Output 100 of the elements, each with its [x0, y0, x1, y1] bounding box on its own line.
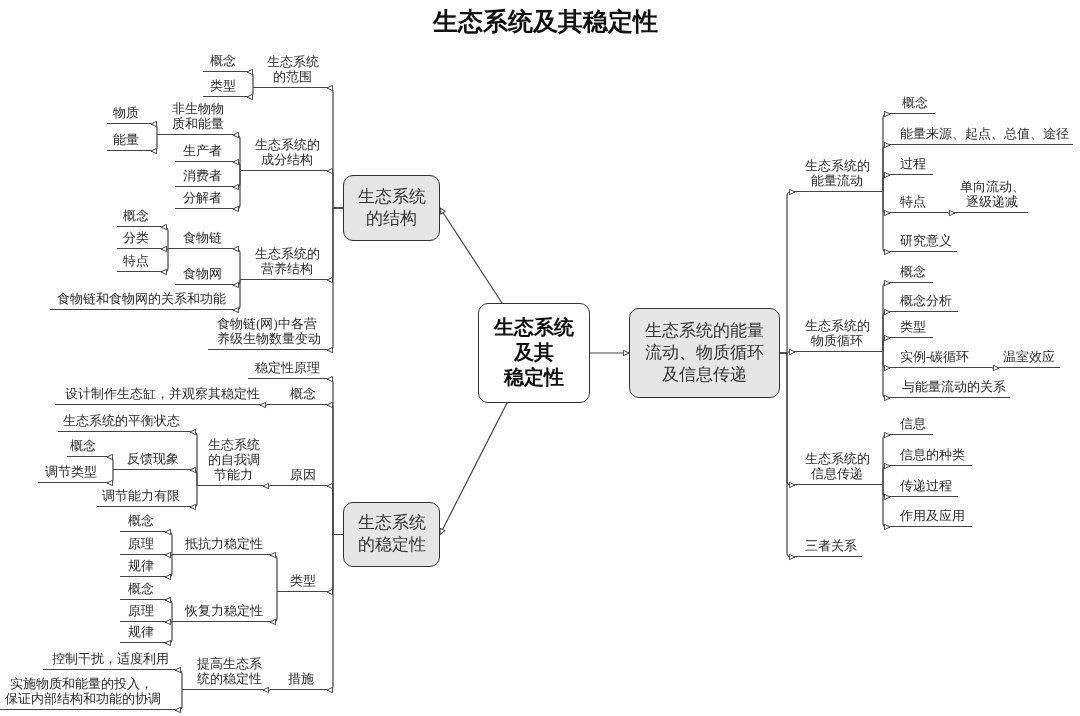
branch-label: 规律 — [120, 625, 165, 643]
branch-label: 措施 — [270, 672, 327, 690]
arrow — [246, 87, 254, 101]
branch-label: 概念 — [890, 96, 935, 114]
branch-label: 食物链(网)中各营养级生物数量变动 — [208, 317, 327, 350]
branch-label: 生态系统的信息传递 — [795, 452, 883, 485]
branch-label: 过程 — [890, 157, 933, 175]
branch-label: 实施物质和能量的投入，保证内部结构和功能的协调 — [0, 677, 175, 710]
branch-label: 恢复力稳定性 — [172, 604, 270, 622]
branch-label: 生产者 — [175, 144, 233, 162]
arrow — [174, 666, 183, 691]
branch-label: 稳定性原理 — [248, 361, 327, 379]
branch-label: 生态系统的能量流动 — [795, 159, 883, 192]
arrow — [232, 245, 241, 281]
arrow — [160, 245, 169, 253]
branch-label: 分类 — [117, 231, 161, 249]
arrow — [232, 158, 241, 172]
branch-label: 设计制作生态缸，并观察其稳定性 — [55, 387, 260, 405]
branch-label: 生态系统的范围 — [253, 55, 327, 88]
branch-label: 生态系统的物质循环 — [795, 319, 883, 352]
arrow — [232, 170, 241, 213]
topic-box: 生态系统的稳定性 — [343, 502, 440, 567]
branch-label: 分解者 — [175, 191, 233, 209]
branch-label: 类型 — [890, 320, 933, 338]
branch-label: 类型 — [203, 79, 247, 97]
branch-label: 生态系统的自我调节能力 — [197, 438, 263, 486]
arrow — [189, 466, 198, 487]
arrow — [589, 349, 630, 357]
arrow — [232, 279, 241, 314]
arrow — [164, 618, 173, 626]
branch-label: 反馈现象 — [113, 452, 190, 470]
branch-label: 概念 — [120, 514, 165, 532]
arrow — [164, 554, 173, 581]
arrow — [164, 621, 173, 647]
branch-label: 概念 — [890, 265, 933, 283]
arrow — [262, 686, 271, 694]
branch-label: 温室效应 — [999, 350, 1060, 368]
branch-label: 抵抗力稳定性 — [172, 537, 270, 555]
branch-label: 实例-碳循环 — [890, 350, 992, 368]
arrow — [150, 120, 158, 136]
arrow — [882, 351, 891, 402]
branch-label: 概念分析 — [890, 294, 958, 312]
arrow — [882, 484, 891, 531]
arrow — [150, 134, 158, 155]
branch-label: 概念 — [117, 209, 161, 227]
branch-label: 生态系统的平衡状态 — [58, 414, 190, 432]
arrow — [439, 402, 508, 536]
branch-label: 概念 — [203, 54, 247, 72]
branch-label: 概念 — [67, 439, 107, 457]
branch-label: 物质 — [107, 106, 151, 124]
arrow — [882, 334, 891, 353]
branch-label: 消费者 — [175, 169, 233, 187]
arrow — [269, 591, 278, 626]
branch-label: 概念 — [267, 387, 327, 405]
branch-label: 非生物物质和能量 — [157, 102, 233, 135]
arrow — [106, 453, 114, 471]
branch-label: 信息 — [890, 417, 933, 435]
arrow — [259, 401, 268, 409]
arrow — [882, 191, 891, 256]
branch-label: 信息的种类 — [890, 448, 972, 466]
arrow — [164, 551, 173, 559]
branch-label: 调节能力有限 — [97, 489, 190, 507]
arrow — [160, 248, 169, 276]
arrow — [991, 364, 1000, 372]
branch-label: 概念 — [120, 582, 165, 600]
branch-label: 调节类型 — [38, 465, 107, 483]
branch-label: 生态系统的营养结构 — [240, 247, 327, 280]
arrow — [779, 352, 796, 561]
arrow — [160, 223, 169, 250]
branch-label: 类型 — [277, 574, 327, 592]
branch-label: 三者关系 — [795, 539, 862, 557]
arrow — [882, 171, 891, 193]
branch-label: 传递过程 — [890, 479, 958, 497]
branch-label: 研究意义 — [890, 234, 957, 252]
branch-label: 特点 — [117, 254, 161, 272]
central-topic-box: 生态系统及其稳定性 — [478, 303, 590, 403]
branch-label: 能量 — [107, 133, 151, 151]
topic-box: 生态系统的结构 — [343, 175, 440, 241]
branch-label: 与能量流动的关系 — [890, 380, 1010, 398]
branch-label: 控制干扰，适度利用 — [43, 652, 175, 670]
branch-label: 食物链 — [168, 231, 233, 249]
branch-label: 食物链和食物网的关系和功能 — [50, 292, 233, 310]
arrow — [164, 596, 173, 623]
branch-label: 提高生态系统的稳定性 — [182, 657, 263, 690]
arrow — [882, 462, 891, 486]
arrow — [246, 68, 254, 89]
branch-label: 能量来源、起点、总值、途径 — [890, 127, 1073, 145]
branch-label: 食物网 — [175, 267, 233, 285]
branch-label: 作用及应用 — [890, 509, 972, 527]
arrow — [174, 689, 183, 714]
branch-label: 生态系统的成分结构 — [240, 138, 327, 171]
branch-label: 原理 — [120, 604, 165, 622]
topic-box: 生态系统的能量流动、物质循环及信息传递 — [629, 308, 780, 398]
arrow — [326, 207, 344, 354]
arrow — [164, 528, 173, 556]
arrow — [326, 533, 344, 694]
branch-label: 原因 — [270, 468, 327, 486]
branch-label: 特点 — [890, 195, 948, 213]
branch-label: 单向流动、逐级递减 — [955, 180, 1028, 213]
branch-label: 规律 — [120, 559, 165, 577]
